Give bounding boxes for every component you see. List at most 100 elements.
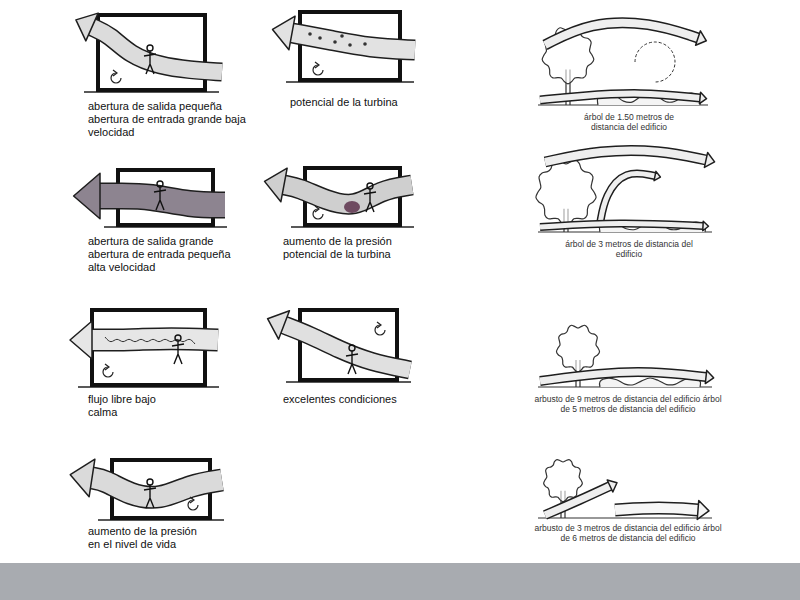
flow-body [540,223,703,227]
flow-outline [545,23,698,45]
air-flow [615,501,709,520]
eddy-head [113,70,117,76]
air-flow [265,168,412,204]
air-flow [268,311,410,370]
ground-line [538,517,712,518]
air-flow [540,221,708,230]
flow-outline [545,150,706,162]
arrow-head [265,168,288,202]
air-flow [76,13,222,72]
tree-crown [536,160,596,225]
person-figure [144,45,156,74]
particle-dot [308,32,312,36]
flow-outline [600,173,655,224]
air-flow [600,171,660,224]
person-figure [154,181,166,210]
flow-outline [92,478,222,497]
air-flow [545,480,617,515]
air-flow [70,321,218,359]
eddy-symbol [188,497,198,510]
footer-band [0,563,800,600]
flow-outline [284,185,412,204]
panel-caption: abertura de salida grande abertura de en… [88,235,246,274]
arrow-head [70,459,95,497]
person-figure [172,335,184,364]
flow-outline [292,33,415,50]
tree-crown [556,325,599,372]
flow-body [100,196,225,205]
eddy-head [377,322,381,328]
air-flow [545,23,706,45]
arrow-head [699,92,706,103]
arrow-head [696,31,707,45]
flow-body [545,150,706,162]
air-flow [540,92,707,103]
person-head [349,345,355,351]
air-flow [74,173,225,219]
pressure-blob [344,201,360,213]
person-head [157,181,163,187]
panel-caption: flujo libre bajo calma [88,393,160,419]
particle-dot [363,42,367,46]
person-body [144,51,156,74]
arrow-head [703,221,709,230]
sketch-caption: árbol de 3 metros de distancia del edifi… [565,239,693,259]
arrow-head [697,501,709,520]
panel-caption: potencial de la turbina [290,96,430,109]
person-head [147,45,153,51]
arrow-head [268,311,290,339]
eddy-symbol [313,206,323,219]
arrow-head [74,173,100,219]
air-flow [540,370,714,383]
person-figure [144,479,156,508]
flow-outline [545,486,610,515]
arrow-head [76,13,98,41]
particle-dot [318,36,322,40]
panel-caption: excelentes condiciones [283,393,423,406]
person-body [364,189,376,212]
flow-body [292,33,415,50]
eddy-head [315,62,319,68]
eddy-symbol [375,322,385,335]
eddy-arc [313,65,323,75]
flow-body [284,325,410,370]
flow-outline [540,223,703,227]
arrow-head [273,16,296,50]
sketch-caption: arbusto de 3 metros de distancia del edi… [530,523,726,543]
panel-caption: abertura de salida pequeña abertura de e… [88,100,246,139]
panel-caption: aumento de la presión potencial de la tu… [283,235,418,261]
arrow-head [607,480,617,492]
flow-outline [284,325,410,370]
person-body [346,351,358,374]
flow-body [92,27,222,72]
flow-outline [540,372,706,381]
person-figure [364,183,376,212]
person-body [144,485,156,508]
flow-outline [540,94,700,100]
flow-body [545,486,610,515]
eddy-head [105,364,109,370]
sketch-caption: árbol de 1.50 metros de distancia del ed… [573,112,685,132]
eddy-symbol [111,70,121,83]
arrow-head [704,153,714,168]
eddy-arc [313,209,323,219]
flow-outline [100,196,225,205]
arrow-head [70,321,92,359]
eddy-head [190,497,194,503]
person-body [154,187,166,210]
particle-dot [333,40,337,44]
flow-body [545,23,698,45]
person-body [172,341,184,364]
circulation-arc [635,42,675,82]
tree-crown [544,460,583,502]
flow-outline [615,508,698,510]
flow-body [600,173,655,224]
particle-dot [348,43,352,47]
flow-outline [92,27,222,72]
arrow-head [654,171,660,180]
person-figure [346,345,358,374]
particle-dot [340,34,344,38]
